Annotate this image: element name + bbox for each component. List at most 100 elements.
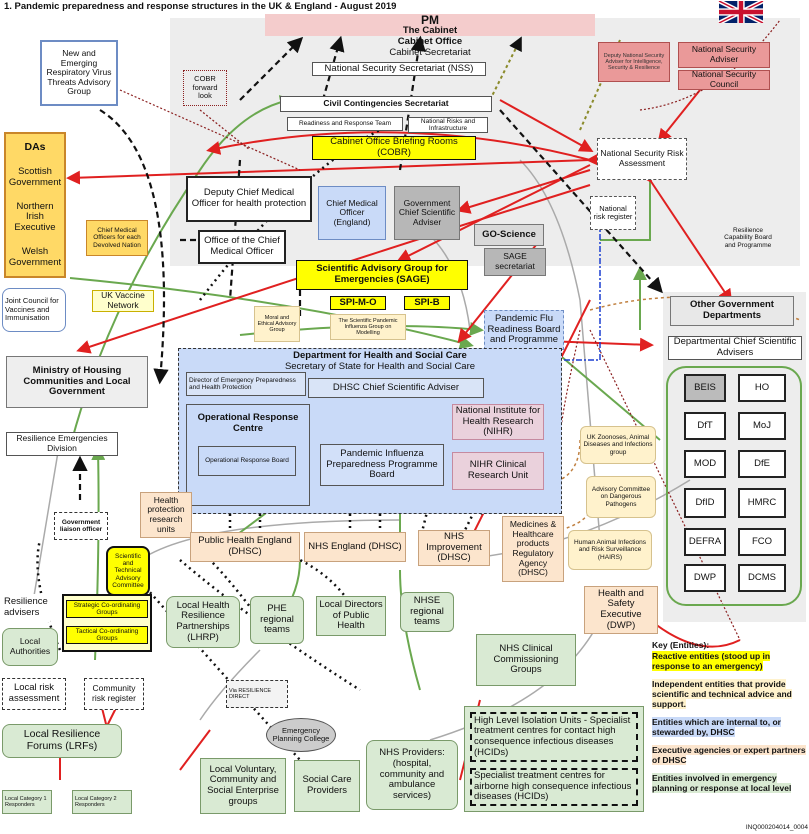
hliu2-box: Specialist treatment centres for airborn… [470, 768, 638, 806]
hse-box: Health and Safety Executive (DWP) [584, 586, 658, 634]
nri-box: National Risks and Infrastructure [408, 117, 488, 133]
dept-ho[interactable]: HO [738, 374, 786, 402]
dept-mod[interactable]: MOD [684, 450, 726, 478]
dept-dcms[interactable]: DCMS [738, 564, 786, 592]
dept-beis[interactable]: BEIS [684, 374, 726, 402]
hcid-frame [464, 706, 644, 812]
resilience-advisers-label: Resilience advisers [2, 594, 50, 622]
doc-reference: INQ000204014_0004 [745, 824, 808, 831]
page-title: 1. Pandemic preparedness and response st… [4, 1, 397, 12]
das-title: DAs [24, 140, 46, 153]
key-item-agencies: Executive agencies or expert partners of… [652, 745, 806, 766]
hliu-box: High Level Isolation Units - Specialist … [470, 712, 638, 762]
nsra-box: National Security Risk Assessment [597, 138, 687, 180]
pm-banner [265, 14, 595, 36]
pippb-box: Pandemic Influenza Preparedness Programm… [320, 444, 444, 486]
orb-box: Operational Response Board [198, 446, 296, 476]
lra-box: Local risk assessment [2, 678, 66, 710]
cabinet-office-label: Cabinet Office [397, 36, 463, 48]
cabinet-label: The Cabinet [402, 25, 458, 37]
tcg-box: Tactical Co-ordinating Groups [66, 626, 148, 644]
pfrb-box: Pandemic Flu Readiness Board and Program… [484, 310, 564, 350]
nhse-regional-box: NHSE regional teams [400, 592, 454, 632]
cmo-das-box: Chief Medical Officers for each Devolved… [86, 220, 148, 256]
dhsc-csa-box: DHSC Chief Scientific Adviser [308, 378, 484, 398]
mhra-box: Medicines & Healthcare products Regulato… [502, 516, 564, 582]
dcmo-box: Deputy Chief Medical Officer for health … [186, 176, 312, 222]
das-box: DAs Scottish Government Northern Irish E… [4, 132, 66, 278]
nervtag-box: New and Emerging Respiratory Virus Threa… [40, 40, 118, 106]
nss-box: National Security Secretariat (NSS) [312, 62, 486, 76]
das-item-scotland: Scottish Government [8, 165, 62, 188]
depr-box: Director of Emergency Preparedness and H… [186, 372, 306, 396]
dept-dft[interactable]: DfT [684, 412, 726, 440]
scg-box: Strategic Co-ordinating Groups [66, 600, 148, 618]
ccs-box: Civil Contingencies Secretariat [280, 96, 492, 112]
orc-title: Operational Response Centre [197, 412, 299, 434]
dept-moj[interactable]: MoJ [738, 412, 786, 440]
das-item-ni: Northern Irish Executive [14, 200, 56, 233]
lrf-box: Local Resilience Forums (LRFs) [2, 724, 122, 758]
nsc-box: National Security Council [678, 70, 770, 90]
nhsi-box: NHS Improvement (DHSC) [418, 530, 490, 566]
rrt-box: Readiness and Response Team [287, 117, 403, 131]
lhrp-box: Local Health Resilience Partnerships (LH… [166, 596, 240, 648]
ocmo-box: Office of the Chief Medical Officer [198, 230, 286, 264]
meag-box: Moral and Ethical Advisory Group [254, 306, 300, 342]
spib-box: SPI-B [404, 296, 450, 310]
ccg-box: NHS Clinical Commissioning Groups [476, 634, 576, 686]
das-item-wales: Welsh Government [8, 246, 62, 268]
key-title: Key (Entities): [652, 640, 710, 650]
nihr-cru-box: NIHR Clinical Research Unit [452, 452, 544, 490]
dept-defra[interactable]: DEFRA [684, 528, 726, 556]
dept-dfe[interactable]: DfE [738, 450, 786, 478]
scp-box: Social Care Providers [294, 760, 360, 812]
dept-fco[interactable]: FCO [738, 528, 786, 556]
cobr-forward-look-box: COBR forward look [183, 70, 227, 106]
lvcse-box: Local Voluntary, Community and Social En… [200, 758, 286, 814]
ldph-box: Local Directors of Public Health [316, 596, 386, 636]
red-box: Resilience Emergencies Division [6, 432, 118, 456]
cat1-box: Local Category 1 Responders [2, 790, 52, 814]
gcsa-box: Government Chief Scientific Adviser [394, 186, 460, 240]
uk-flag-icon [714, 0, 768, 25]
epc-box: Emergency Planning College [266, 718, 336, 752]
key-item-independent: Independent entities that provide scient… [652, 679, 792, 710]
glo-box: Government liaison officer [54, 512, 108, 540]
nhse-box: NHS England (DHSC) [304, 532, 406, 562]
sos-label: Secretary of State for Health and Social… [284, 360, 476, 372]
nsa-box: National Security Adviser [678, 42, 770, 68]
dept-hmrc[interactable]: HMRC [738, 488, 786, 518]
mhclg-box: Ministry of Housing Communities and Loca… [6, 356, 148, 408]
dcsa-box: Departmental Chief Scientific Advisers [668, 336, 802, 360]
ukvn-box: UK Vaccine Network [92, 290, 154, 312]
nihr-box: National Institute for Health Research (… [452, 404, 544, 440]
phe-regional-box: PHE regional teams [250, 596, 304, 644]
jcvi-box: Joint Council for Vaccines and Immunisat… [2, 288, 66, 332]
cat2-box: Local Category 2 Responders [72, 790, 132, 814]
dept-dwp[interactable]: DWP [684, 564, 726, 592]
ogd-box: Other Government Departments [670, 296, 794, 326]
ogd-bracket [666, 366, 802, 606]
phe-box: Public Health England (DHSC) [190, 532, 300, 562]
hpru-box: Health protection research units [140, 492, 192, 538]
hairs-box: Human Animal Infections and Risk Surveil… [568, 530, 652, 570]
sage-secretariat-box: SAGE secretariat [484, 248, 546, 276]
dept-dfid[interactable]: DfID [684, 488, 726, 518]
rcbp-box: Resilience Capability Board and Programm… [724, 227, 772, 249]
acdp-box: Advisory Committee on Dangerous Pathogen… [586, 476, 656, 518]
nrr-box: National risk register [590, 196, 636, 230]
goscience-box: GO-Science [474, 224, 544, 246]
deputy-nsa-box: Deputy National Security Adviser for Int… [598, 42, 670, 82]
spim-box: The Scientific Pandemic Influenza Group … [330, 314, 406, 340]
sage-box: Scientific Advisory Group for Emergencie… [296, 260, 468, 290]
via-rd-box: Via RESILIENCE DIRECT [226, 680, 288, 708]
nhsp-box: NHS Providers: (hospital, community and … [366, 740, 458, 810]
dhsc-title: Department for Health and Social Care [293, 349, 467, 361]
la-box: Local Authorities [2, 628, 58, 666]
cobr-box: Cabinet Office Briefing Rooms (COBR) [312, 136, 476, 160]
key-legend: Key (Entities): Reactive entities (stood… [652, 640, 806, 820]
cabinet-secretariat-label: Cabinet Secretariat [389, 47, 471, 59]
crr-box: Community risk register [84, 678, 144, 710]
key-item-dhsc: Entities which are internal to, or stewa… [652, 717, 781, 738]
